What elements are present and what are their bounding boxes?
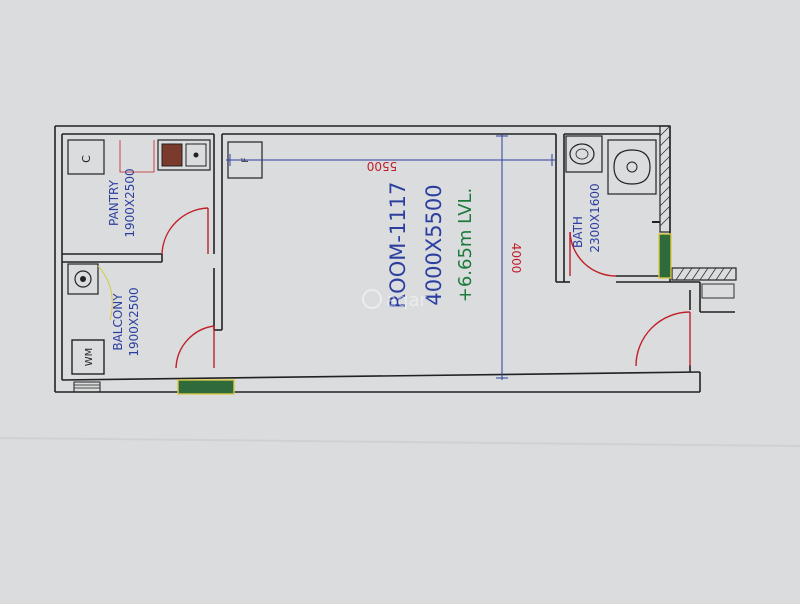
main-room-size: 4000X5500 bbox=[422, 184, 446, 305]
main-room-level: +6.65m LVL. bbox=[455, 188, 476, 303]
pantry-name: PANTRY bbox=[107, 179, 121, 226]
railing-lines bbox=[74, 384, 100, 389]
water-heater-box bbox=[67, 263, 99, 295]
main-room-label: ROOM-1117 4000X5500 +6.65m LVL. bbox=[386, 182, 476, 309]
washbasin-icon bbox=[569, 143, 595, 165]
window-bath bbox=[658, 233, 672, 279]
cooker-label: C bbox=[80, 155, 93, 163]
walls bbox=[54, 125, 735, 393]
washing-machine-box bbox=[71, 339, 105, 375]
water-heater-icon bbox=[74, 270, 92, 288]
washing-machine-label: WM bbox=[84, 348, 95, 367]
hatched-wall bbox=[659, 125, 737, 299]
toilet-box bbox=[607, 139, 657, 195]
water-heater-center bbox=[80, 276, 86, 282]
length-dimension: 5500 bbox=[367, 159, 398, 173]
faucet-icon bbox=[193, 152, 199, 158]
washbasin-bowl bbox=[575, 148, 589, 160]
toilet-icon bbox=[613, 149, 651, 185]
cooker-box bbox=[67, 139, 105, 175]
pipe-line bbox=[97, 265, 113, 321]
watermark-text: aqar bbox=[386, 290, 427, 311]
corridor-box bbox=[701, 283, 735, 299]
door-arc-balcony bbox=[175, 325, 215, 369]
bath-size: 2300X1600 bbox=[588, 183, 602, 252]
door-arc-bath bbox=[569, 231, 617, 277]
main-room-name: ROOM-1117 bbox=[386, 182, 410, 309]
door-arc-pantry bbox=[161, 207, 209, 255]
window-bottom bbox=[177, 379, 235, 395]
doors bbox=[161, 207, 691, 369]
hatch-lines-lower bbox=[675, 267, 733, 281]
outer-wall-bottom-inner bbox=[61, 371, 701, 381]
watermark: aqar bbox=[362, 289, 427, 311]
width-dimension: 4000 bbox=[509, 243, 523, 274]
hatched-wall-frame bbox=[659, 125, 671, 233]
washbasin-box bbox=[565, 135, 603, 173]
sink-unit bbox=[157, 139, 211, 171]
drainboard bbox=[185, 143, 207, 167]
balcony-size: 1900X2500 bbox=[127, 287, 141, 356]
sink-bowl bbox=[161, 143, 183, 167]
hatch-lines bbox=[659, 125, 671, 227]
balcony-name: BALCONY bbox=[111, 293, 125, 351]
paper-fold bbox=[0, 437, 800, 447]
balcony-railing bbox=[73, 381, 101, 393]
bath-name: BATH bbox=[571, 216, 585, 248]
toilet-drain bbox=[626, 161, 638, 173]
door-arc-entrance bbox=[635, 311, 691, 367]
counter-outline bbox=[119, 140, 155, 173]
watermark-logo-icon bbox=[362, 289, 382, 309]
hatched-wall-lower bbox=[671, 267, 737, 281]
pantry-size: 1900X2500 bbox=[123, 168, 137, 237]
dimension-lines bbox=[226, 134, 555, 380]
